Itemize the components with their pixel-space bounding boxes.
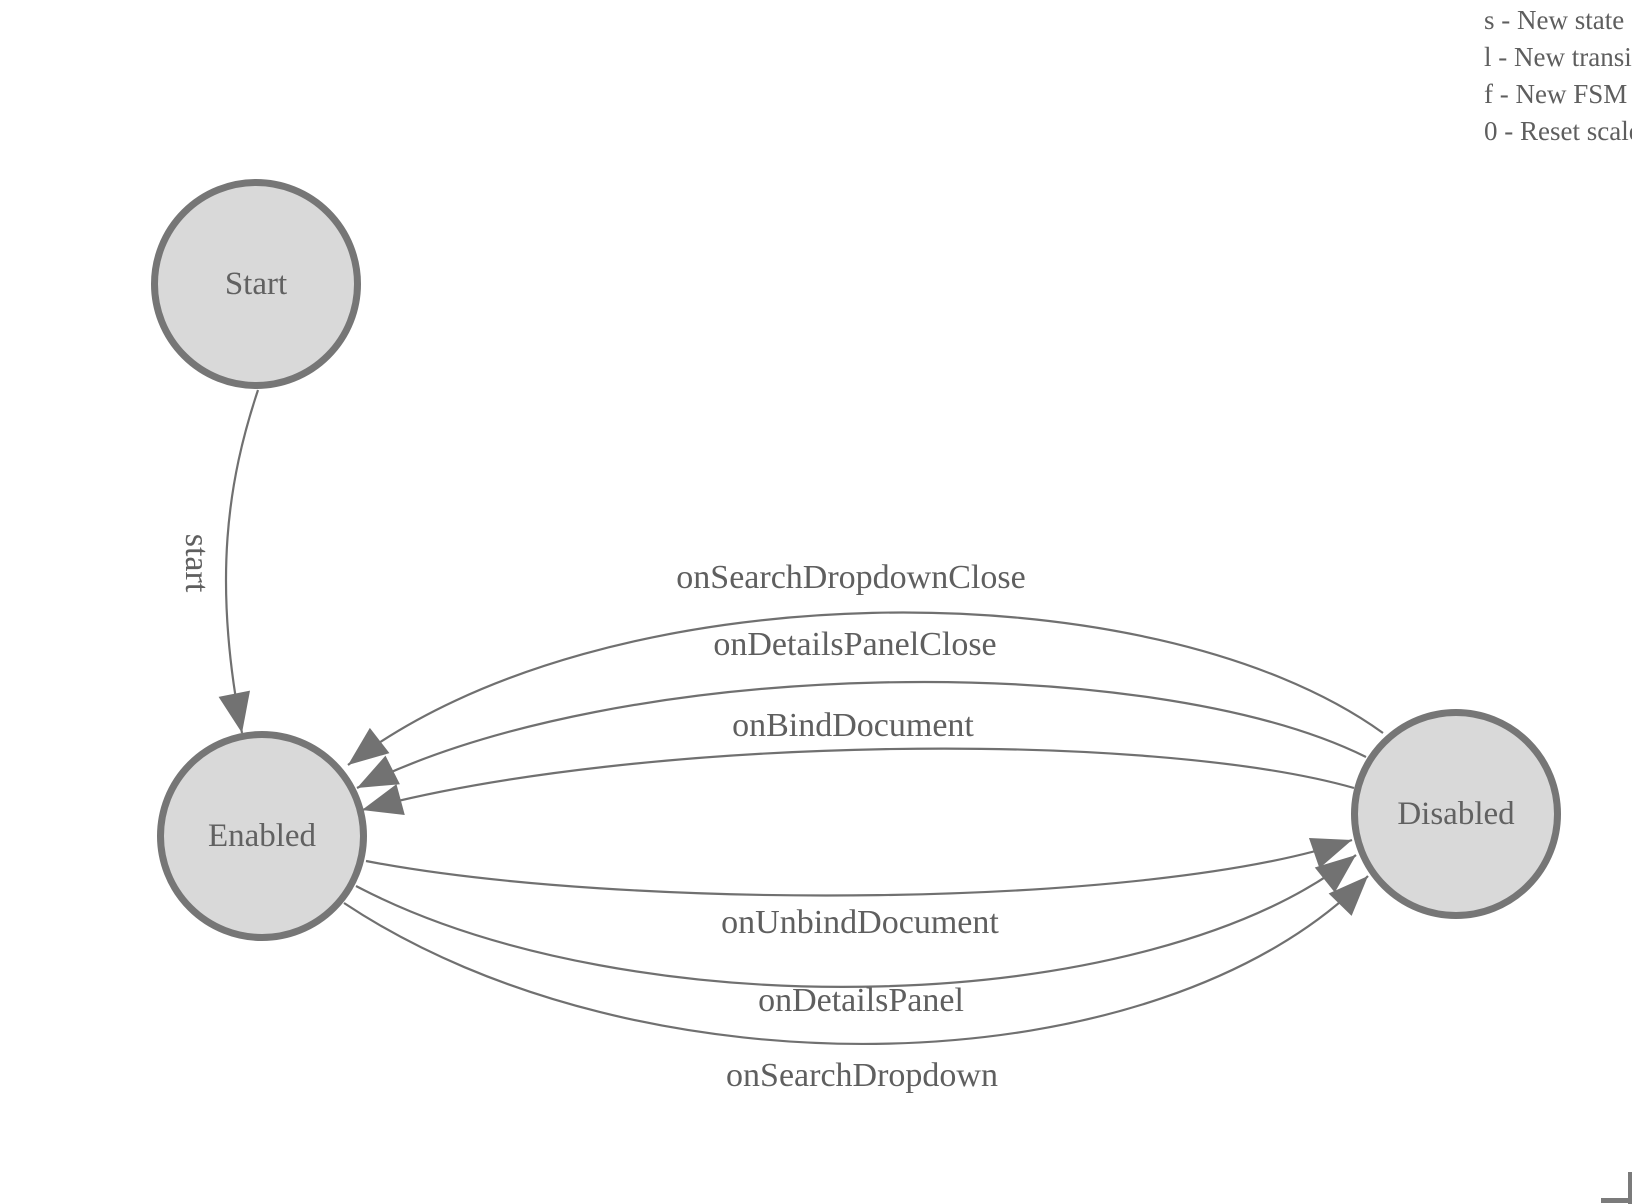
transition-label-onSearchDropdownClose: onSearchDropdownClose [676,559,1026,596]
transition-edge-onSearchDropdownClose[interactable] [347,611,1384,766]
transition-edge-onBindDocument[interactable] [361,747,1355,816]
resize-handle-vertical-bar [1628,1172,1632,1204]
state-label-enabled: Enabled [207,817,317,854]
transition-edge-onDetailsPanelClose[interactable] [356,680,1367,789]
transition-edge-onSearchDropdown[interactable] [343,875,1369,1045]
state-node-start[interactable]: Start [151,179,361,389]
transition-label-onDetailsPanelClose: onDetailsPanelClose [713,626,997,663]
transition-edge-onDetailsPanel[interactable] [355,854,1357,988]
transition-label-onBindDocument: onBindDocument [732,707,974,744]
transition-label-onDetailsPanel: onDetailsPanel [758,982,964,1019]
legend-item-new-state: s - New state [1484,5,1625,35]
transition-edge-start[interactable] [218,389,260,734]
resize-handle-horizontal-bar [1601,1198,1632,1203]
transition-label-onUnbindDocument: onUnbindDocument [721,904,999,941]
legend-item-new-transition: l - New transition [1484,42,1632,72]
state-label-disabled: Disabled [1397,795,1515,832]
transition-label-onSearchDropdown: onSearchDropdown [726,1057,998,1094]
shortcut-legend: s - New state l - New transition f - New… [1484,2,1632,150]
transition-edge-onUnbindDocument[interactable] [365,837,1353,897]
legend-item-reset-scale: 0 - Reset scale [1484,116,1632,146]
legend-item-new-fsm: f - New FSM [1484,79,1628,109]
transition-label-start: start [178,533,215,593]
state-label-start: Start [224,265,288,302]
state-node-disabled[interactable]: Disabled [1351,709,1561,919]
state-node-enabled[interactable]: Enabled [157,731,367,941]
